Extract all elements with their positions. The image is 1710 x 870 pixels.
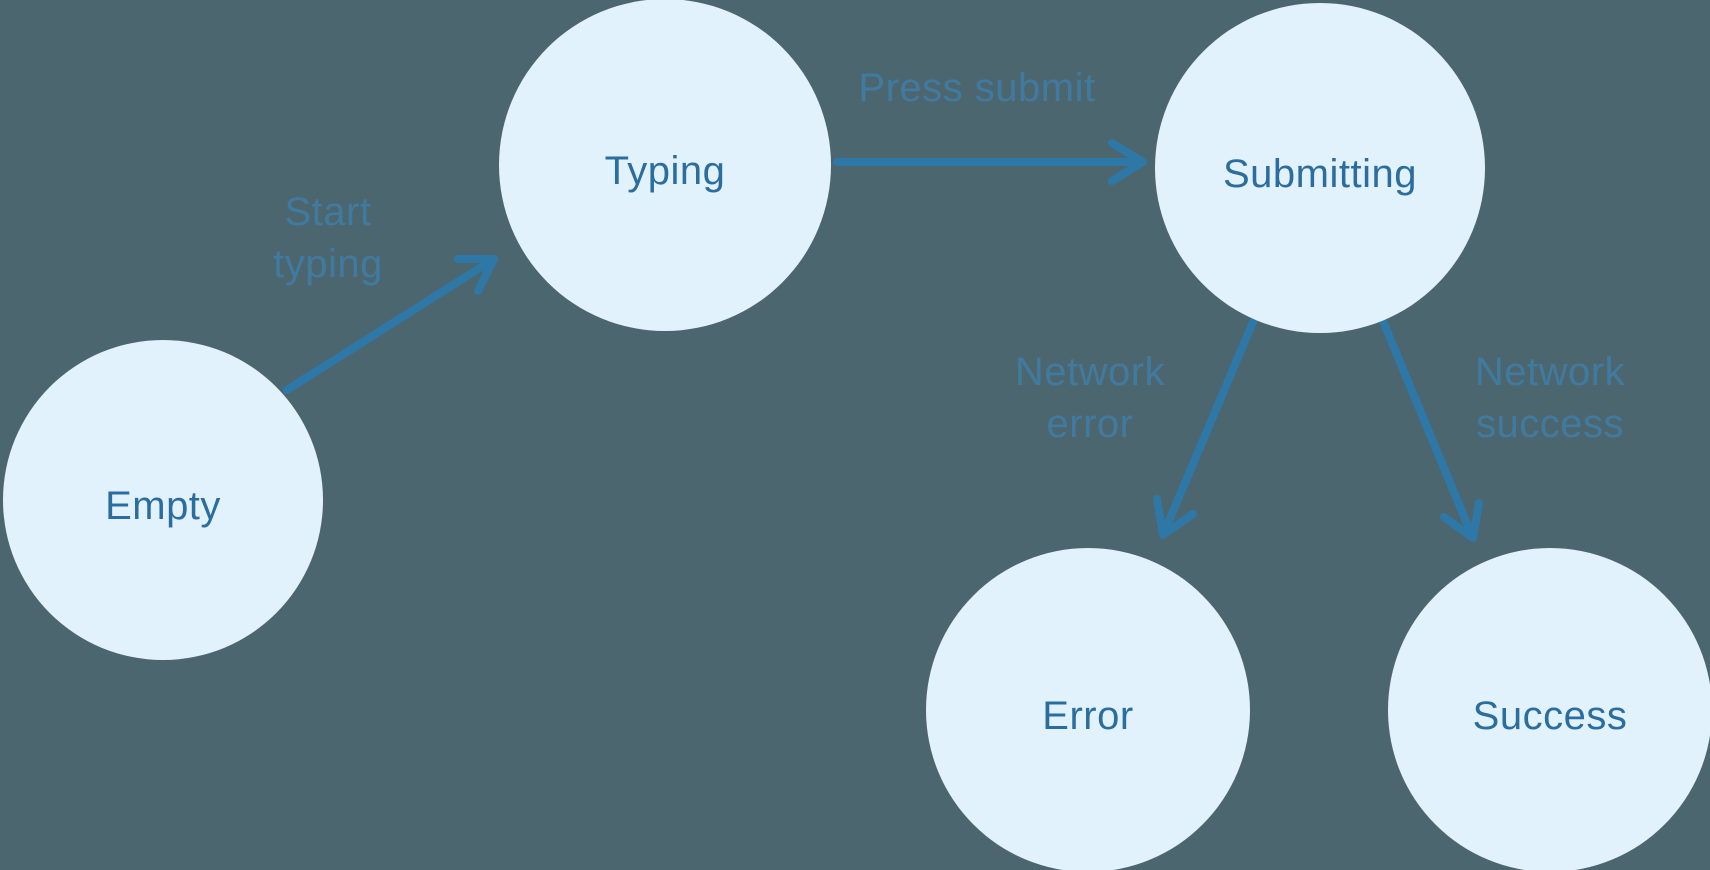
arrow-typing-to-submitting	[833, 139, 1147, 185]
arrow-submitting-to-success	[1379, 317, 1483, 542]
state-node-submitting: Submitting	[1155, 3, 1485, 333]
state-node-error: Error	[926, 548, 1250, 870]
arrow-empty-to-typing	[283, 255, 498, 394]
state-label-error: Error	[1042, 693, 1134, 738]
state-label-typing: Typing	[604, 148, 726, 193]
state-label-submitting: Submitting	[1223, 151, 1417, 196]
transition-label-start-typing: Start typing	[273, 190, 383, 286]
state-label-success: Success	[1472, 693, 1628, 738]
transition-label-network-success: Network success	[1474, 350, 1626, 446]
state-node-typing: Typing	[499, 0, 831, 331]
state-node-success: Success	[1388, 548, 1710, 870]
state-node-empty: Empty	[3, 340, 323, 660]
transition-label-press-submit: Press submit	[858, 66, 1096, 110]
arrow-submitting-to-error	[1153, 318, 1257, 539]
transition-label-network-error: Network error	[1014, 350, 1166, 446]
state-label-empty: Empty	[105, 483, 221, 528]
